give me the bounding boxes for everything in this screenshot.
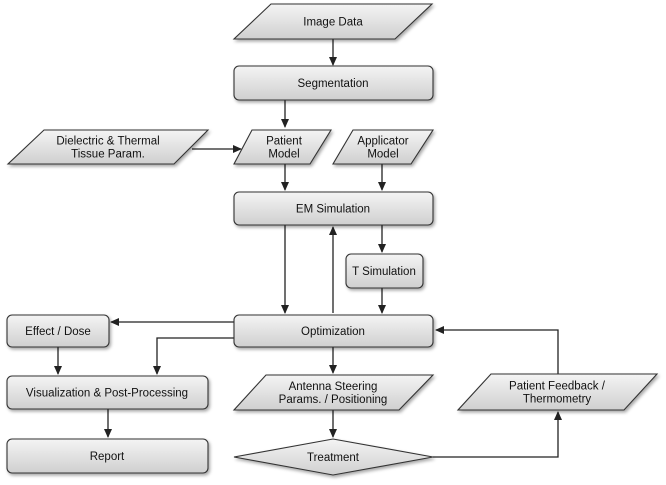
node-label-line: EM Simulation xyxy=(296,204,370,216)
node-optimization: Optimization xyxy=(233,314,434,348)
node-label: Image Data xyxy=(303,17,363,29)
node-segmentation: Segmentation xyxy=(233,65,434,101)
node-label-line: Segmentation xyxy=(298,78,369,90)
node-label: Effect / Dose xyxy=(25,326,91,338)
node-label: Report xyxy=(90,451,125,463)
node-image-data: Image Data xyxy=(232,3,434,40)
node-label-line: Patient xyxy=(266,136,303,148)
node-em-simulation: EM Simulation xyxy=(233,191,434,226)
node-label: Segmentation xyxy=(298,78,369,90)
node-report: Report xyxy=(6,438,209,474)
node-label: Optimization xyxy=(301,326,365,338)
node-label-line: Report xyxy=(90,451,125,463)
edge-patient-feedback-to-optimization xyxy=(435,326,559,374)
edge-treatment-to-patient-feedback xyxy=(433,411,562,458)
node-label-line: Dielectric & Thermal xyxy=(56,136,159,148)
node-label: EM Simulation xyxy=(296,204,370,216)
node-treatment: Treatment xyxy=(233,438,434,476)
node-label-line: Image Data xyxy=(303,17,363,29)
node-label-line: Model xyxy=(367,149,398,161)
node-label-line: Optimization xyxy=(301,326,365,338)
node-effect-dose: Effect / Dose xyxy=(6,314,110,348)
edge-optimization-to-visualization xyxy=(153,337,234,375)
node-label-line: Antenna Steering xyxy=(289,381,378,393)
node-label-line: Params. / Positioning xyxy=(279,394,388,406)
node-label-line: T Simulation xyxy=(352,266,416,278)
node-label: Treatment xyxy=(307,452,360,464)
node-label-line: Visualization & Post-Processing xyxy=(26,388,188,400)
node-label: T Simulation xyxy=(352,266,416,278)
node-patient-feedback: Patient Feedback /Thermometry xyxy=(456,373,659,411)
node-label-line: Patient Feedback / xyxy=(509,381,606,393)
node-label-line: Model xyxy=(268,149,299,161)
node-t-simulation: T Simulation xyxy=(345,253,424,289)
node-visualization: Visualization & Post-Processing xyxy=(6,375,209,410)
edges xyxy=(54,39,562,458)
node-label-line: Tissue Param. xyxy=(71,149,145,161)
node-label-line: Effect / Dose xyxy=(25,326,91,338)
node-label-line: Thermometry xyxy=(523,394,592,406)
node-label: Patient Feedback /Thermometry xyxy=(509,381,606,406)
node-label: Visualization & Post-Processing xyxy=(26,388,188,400)
node-label-line: Treatment xyxy=(307,452,360,464)
node-label-line: Applicator xyxy=(357,136,408,148)
